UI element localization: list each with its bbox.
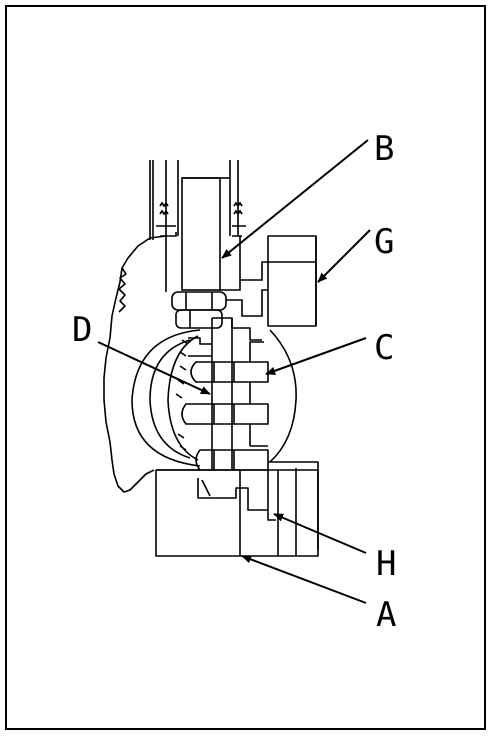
callout-leaders [97,139,371,604]
callout-label-g: G [374,222,394,262]
drawing-frame [5,5,486,730]
callout-label-b: B [374,129,394,169]
leader-c [265,337,367,375]
callout-label-c: C [374,328,394,368]
callout-label-d: D [72,310,92,350]
leader-h [273,513,367,554]
valve-stem [149,160,268,292]
leader-b [221,139,369,259]
stem-nut [171,289,268,329]
callout-labels: B G C D H A [72,129,396,635]
leader-a [241,555,367,604]
disc-stack [175,317,276,521]
callout-label-h: H [376,544,396,584]
leader-d [97,341,211,395]
callout-label-a: A [376,595,396,635]
valve-body-outline [103,235,319,557]
leader-g [317,229,371,283]
